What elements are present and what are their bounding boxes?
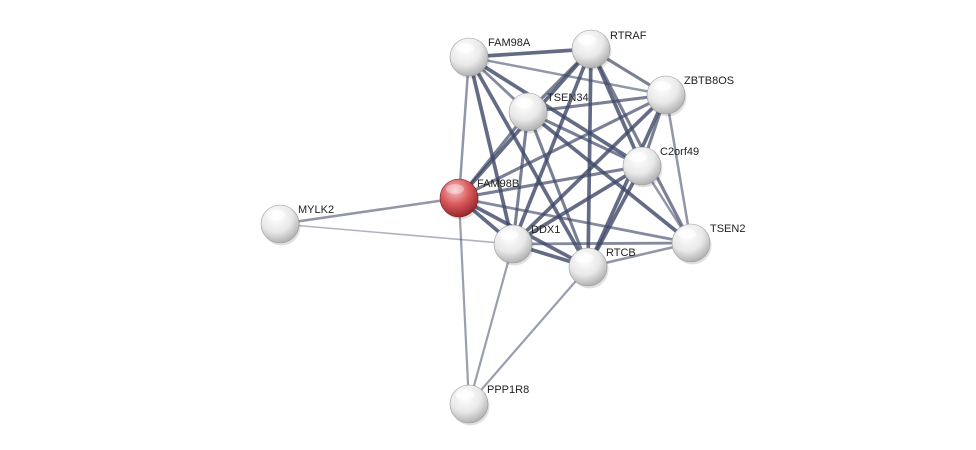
node-label-MYLK2: MYLK2: [298, 204, 334, 216]
edge-RTRAF-RTCB: [586, 47, 593, 269]
edge-TSEN34-RTCB: [526, 110, 590, 269]
node-label-TSEN2: TSEN2: [710, 223, 745, 235]
node-highlight: [678, 229, 696, 239]
node-highlight: [500, 230, 518, 240]
edge-TSEN34-DDX1: [511, 110, 530, 246]
edge-FAM98A-RTRAF: [467, 47, 593, 59]
node-highlight: [653, 81, 671, 91]
edge-RTCB-PPP1R8: [467, 265, 590, 406]
node-PPP1R8[interactable]: PPP1R8: [449, 384, 529, 426]
node-label-PPP1R8: PPP1R8: [487, 384, 529, 396]
edge-DDX1-TSEN2: [511, 241, 693, 246]
edge-FAM98B-PPP1R8: [457, 196, 471, 406]
edge-C2orf49-DDX1: [511, 164, 644, 246]
node-highlight: [456, 43, 474, 53]
node-TSEN2[interactable]: TSEN2: [671, 223, 745, 265]
edge-ZBTB8OS-FAM98B: [457, 93, 668, 200]
node-label-RTCB: RTCB: [606, 247, 636, 259]
node-DDX1[interactable]: DDX1: [493, 224, 560, 266]
node-highlight: [515, 98, 533, 108]
edge-FAM98B-TSEN2: [457, 196, 693, 245]
node-highlight: [629, 152, 647, 162]
node-label-DDX1: DDX1: [531, 224, 560, 236]
edge-C2orf49-FAM98B: [457, 164, 644, 200]
node-label-TSEN34: TSEN34: [547, 92, 589, 104]
node-RTCB[interactable]: RTCB: [568, 247, 636, 289]
node-FAM98A[interactable]: FAM98A: [449, 37, 531, 79]
edge-DDX1-PPP1R8: [467, 242, 515, 406]
node-circle-FAM98B[interactable]: [439, 178, 479, 218]
node-highlight: [267, 210, 285, 220]
node-FAM98B[interactable]: FAM98B: [439, 178, 519, 220]
edge-TSEN34-TSEN2: [526, 110, 693, 245]
node-highlight: [575, 253, 593, 263]
edge-TSEN34-C2orf49: [526, 110, 644, 168]
edge-FAM98A-FAM98B: [457, 55, 471, 200]
edges-layer: [278, 47, 693, 406]
node-MYLK2[interactable]: MYLK2: [260, 204, 334, 246]
node-TSEN34[interactable]: TSEN34: [508, 92, 589, 134]
node-highlight: [446, 184, 464, 194]
node-label-FAM98A: FAM98A: [488, 37, 531, 49]
edge-FAM98A-DDX1: [467, 55, 515, 246]
node-label-RTRAF: RTRAF: [610, 30, 647, 42]
node-label-FAM98B: FAM98B: [477, 178, 519, 190]
node-ZBTB8OS[interactable]: ZBTB8OS: [646, 75, 734, 117]
edge-ZBTB8OS-TSEN34: [526, 93, 668, 114]
node-C2orf49[interactable]: C2orf49: [622, 146, 699, 188]
edge-ZBTB8OS-RTCB: [586, 93, 668, 269]
node-RTRAF[interactable]: RTRAF: [571, 29, 647, 71]
node-highlight: [578, 35, 596, 45]
node-label-ZBTB8OS: ZBTB8OS: [684, 75, 734, 87]
node-label-C2orf49: C2orf49: [660, 146, 699, 158]
edge-MYLK2-DDX1: [279, 223, 514, 245]
node-highlight: [456, 390, 474, 400]
edge-FAM98B-MYLK2: [278, 196, 461, 226]
edge-ZBTB8OS-DDX1: [511, 93, 668, 246]
edge-ZBTB8OS-TSEN2: [664, 93, 693, 245]
